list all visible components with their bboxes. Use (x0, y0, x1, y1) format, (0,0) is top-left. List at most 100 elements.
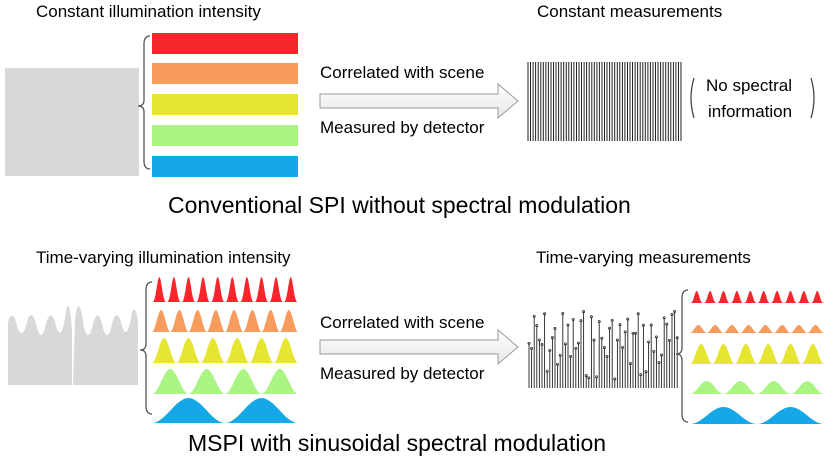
bottom-scene-shape-1 (8, 305, 72, 385)
measurement-stem-tip (621, 345, 625, 349)
top-bar-green (152, 125, 298, 146)
measurement-stem-tip (569, 354, 573, 358)
measurement-stem-tip (589, 315, 593, 319)
measurement-stem-tip (576, 341, 580, 345)
measurement-stem-tip (636, 312, 640, 316)
bottom-right-bracket (675, 289, 689, 423)
bottom-illumination-label: Time-varying illumination intensity (36, 248, 291, 267)
measurement-stem-tip (615, 338, 619, 342)
top-caption: Conventional SPI without spectral modula… (168, 192, 631, 218)
top-bar-blue (152, 156, 298, 177)
measurement-stem-tip (602, 346, 606, 350)
top-arrow-text-measured: Measured by detector (320, 118, 485, 137)
measurement-stem-tip (652, 349, 656, 353)
measurement-stem-tip (543, 312, 547, 316)
measurement-stem-tip (623, 330, 627, 334)
measurement-stem-tip (675, 336, 679, 340)
measurement-stem-tip (537, 338, 541, 342)
measured-wave-orange (690, 325, 824, 333)
measurement-stem-tip (548, 348, 552, 352)
top-bar-red (152, 33, 298, 54)
bottom-arrow-text-correlated: Correlated with scene (320, 313, 485, 332)
measurement-stem-tip (532, 314, 536, 318)
measurement-stem-tip (563, 342, 567, 346)
measurement-stem-tip (592, 338, 596, 342)
bottom-arrow-text-measured: Measured by detector (320, 364, 485, 383)
measurement-stem-tip (608, 326, 612, 330)
measurement-stem-tip (587, 376, 591, 380)
bottom-arrow (319, 328, 519, 366)
measurement-stem-tip (530, 346, 534, 350)
bottom-measurement-stems (527, 309, 679, 388)
measurement-stem-tip (657, 361, 661, 365)
measurement-stem-tip (595, 375, 599, 379)
bottom-scene-shape-2 (73, 306, 138, 385)
measurement-stem-tip (584, 374, 588, 378)
top-left-bracket (137, 35, 151, 170)
top-scene-block (5, 68, 139, 176)
measurement-stem-tip (634, 331, 638, 335)
measurement-stem-tip (610, 318, 614, 322)
measurement-stem-tip (574, 346, 578, 350)
measurement-stem-tip (545, 369, 549, 373)
measurement-stem-tip (618, 323, 622, 327)
measurement-stem-tip (571, 317, 575, 321)
no-info-left-paren (690, 77, 695, 119)
measurement-stem-tip (628, 362, 632, 366)
measurement-stem-tip (613, 377, 617, 381)
measurement-stem-tip (639, 373, 643, 377)
measurement-stem-tip (647, 340, 651, 344)
top-bar-orange (152, 63, 298, 84)
wave-yellow (152, 338, 298, 363)
measured-wave-blue (690, 407, 824, 424)
measurement-stem-tip (631, 331, 635, 335)
no-info-line-2: information (708, 102, 793, 121)
top-bar-yellow (152, 94, 298, 115)
measurement-stem-tip (626, 317, 630, 321)
measurement-stem-tip (579, 319, 583, 323)
top-measurement-lines (527, 62, 682, 141)
wave-red (152, 277, 298, 302)
measurement-stem-tip (654, 335, 658, 339)
measurement-stem-tip (553, 327, 557, 330)
wave-blue (152, 398, 298, 423)
no-info-line-1: No spectral (706, 76, 792, 95)
measurement-stem-tip (597, 320, 601, 324)
bottom-measurements-label: Time-varying measurements (536, 248, 751, 267)
measurement-stem-tip (535, 324, 539, 328)
measurement-stem-tip (673, 309, 677, 313)
measured-wave-yellow (690, 344, 824, 364)
measurement-stem-tip (561, 312, 565, 315)
measurement-stem-tip (540, 343, 544, 346)
measurement-stem-tip (556, 362, 560, 366)
measurement-stem-tip (667, 338, 671, 342)
measurement-stem-tip (558, 353, 562, 357)
bottom-illumination-waves (152, 277, 298, 423)
top-arrow (319, 82, 519, 120)
measurement-stem-tip (665, 322, 669, 326)
measurement-stem-tip (670, 313, 674, 316)
bottom-left-bracket (139, 281, 153, 415)
measurement-stem-tip (566, 323, 570, 327)
measurement-stem-tip (662, 316, 666, 320)
wave-green (152, 369, 298, 394)
measurement-stem-tip (582, 310, 586, 314)
bottom-measurement-waves (690, 291, 824, 424)
measurement-stem-tip (644, 370, 648, 374)
measurement-stem-tip (527, 341, 531, 345)
measurement-stem-tip (605, 354, 609, 358)
measured-wave-green (690, 381, 824, 394)
measurement-stem-tip (600, 336, 604, 340)
wave-orange (152, 310, 298, 332)
top-arrow-text-correlated: Correlated with scene (320, 63, 485, 82)
measured-wave-red (690, 291, 824, 303)
top-measurements-label: Constant measurements (537, 2, 723, 21)
top-illumination-label: Constant illumination intensity (36, 2, 261, 21)
measurement-stem-tip (660, 353, 664, 357)
measurement-stem-tip (641, 323, 645, 327)
bottom-caption: MSPI with sinusoidal spectral modulation (188, 430, 607, 456)
no-info-right-paren (810, 77, 815, 119)
measurement-stem-tip (649, 323, 653, 327)
measurement-stem-tip (550, 336, 554, 340)
